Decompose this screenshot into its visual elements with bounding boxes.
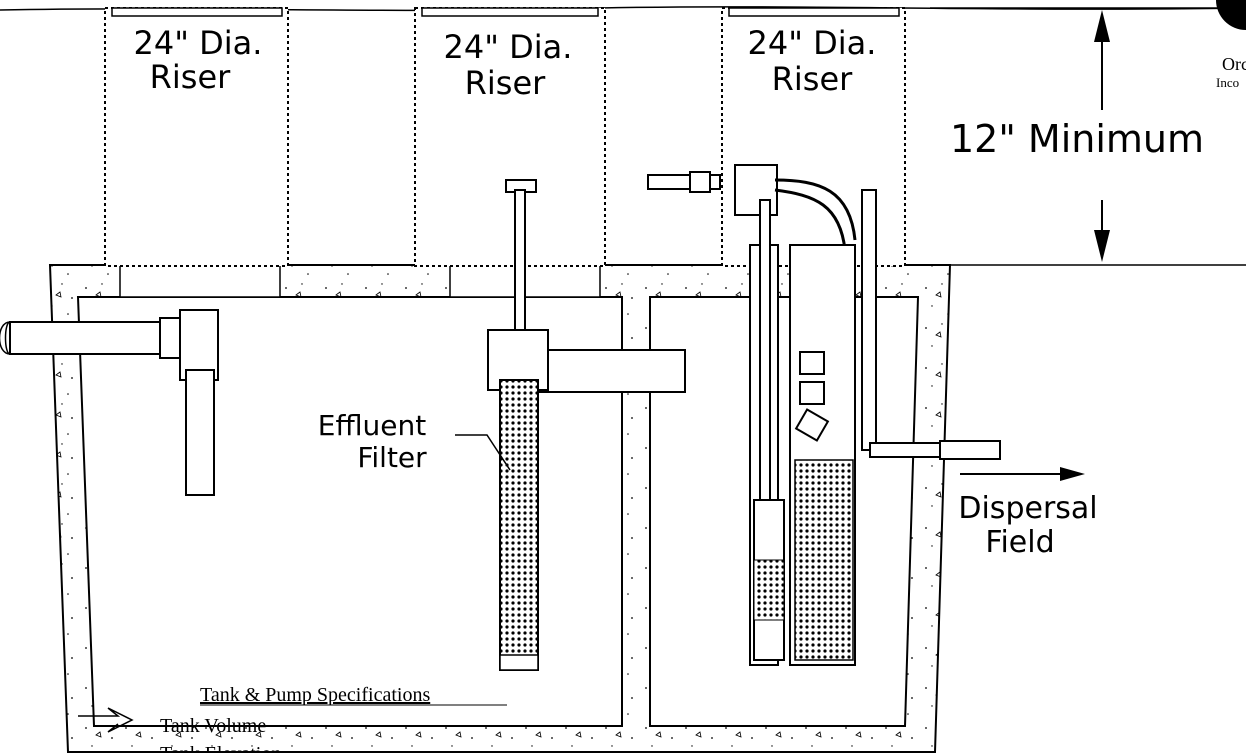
- spec-item-tank-elevation: Tank Elevation: [160, 743, 281, 753]
- riser-2: [414, 7, 606, 267]
- filter-label-line1: Effluent: [318, 409, 426, 442]
- logo-text-line2: Inco: [1216, 75, 1239, 90]
- riser-3-label-line2: Riser: [772, 60, 853, 98]
- riser-1-label-line2: Riser: [150, 58, 231, 96]
- logo-text-line1: Orc: [1222, 54, 1246, 74]
- riser-1: [104, 7, 289, 267]
- effluent-filter: [487, 179, 549, 671]
- spec-item-tank-volume: Tank Volume: [160, 715, 266, 737]
- logo-mark: [1216, 0, 1246, 30]
- riser-2-label-line2: Riser: [465, 64, 546, 102]
- filter-label-line2: Filter: [357, 441, 427, 474]
- riser-1-label-line1: 24" Dia.: [134, 24, 263, 62]
- dispersal-label-line2: Field: [985, 525, 1054, 560]
- filter-leader-line: [455, 434, 511, 471]
- specs-heading: Tank & Pump Specifications: [200, 684, 430, 706]
- riser-2-label-line1: 24" Dia.: [444, 28, 573, 66]
- riser-3-label-line1: 24" Dia.: [748, 24, 877, 62]
- inlet-pipe: [0, 309, 219, 496]
- dispersal-label-line1: Dispersal: [958, 491, 1097, 526]
- dimension-label: 12" Minimum: [950, 117, 1204, 161]
- outlet-baffle-pipe: [529, 349, 686, 393]
- minimum-dimension: [1094, 10, 1110, 262]
- pump-vault: [647, 164, 1001, 666]
